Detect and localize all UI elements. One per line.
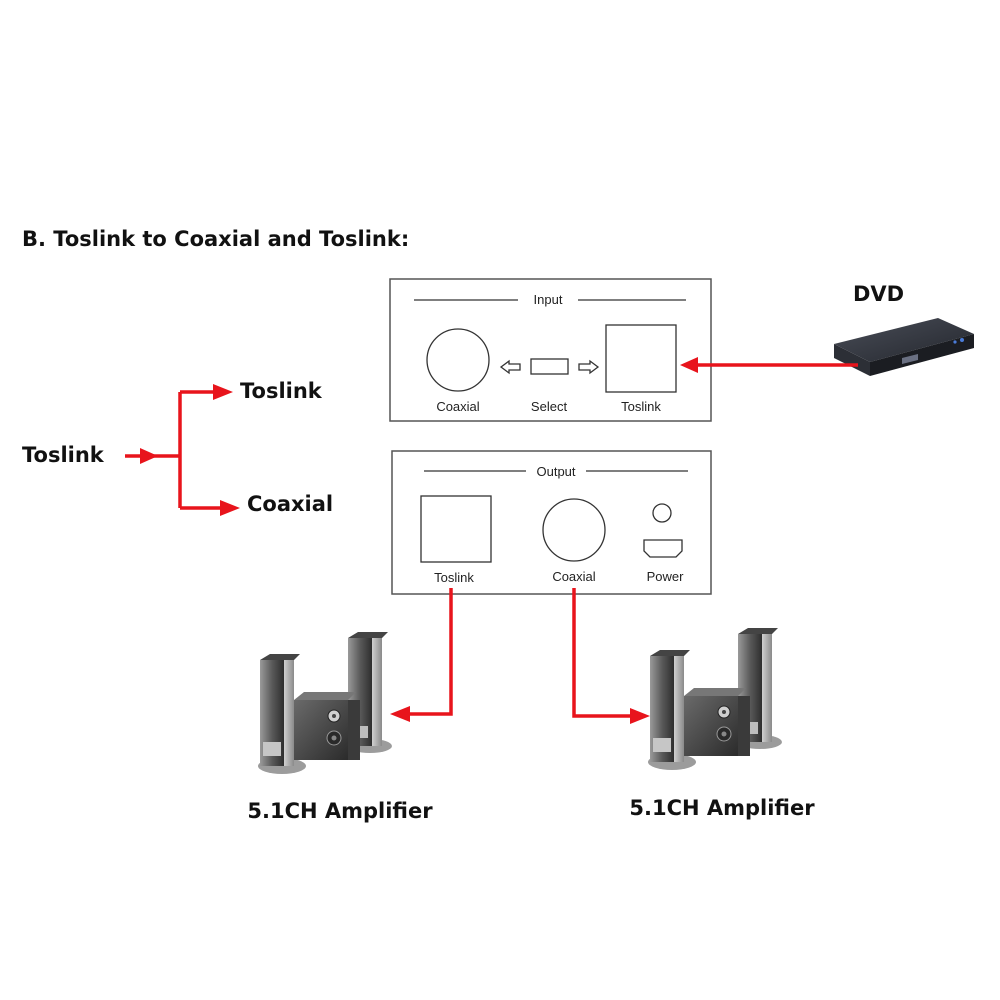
output-toslink-port — [420, 495, 492, 563]
diagram-title: B. Toslink to Coaxial and Toslink: — [22, 227, 409, 251]
coaxial-to-amp-wire — [572, 588, 632, 718]
select-right-arrow-icon — [578, 359, 600, 375]
dvd-label: DVD — [853, 282, 904, 306]
split-arrow-source — [140, 448, 158, 464]
input-coaxial-label: Coaxial — [436, 399, 479, 414]
output-coaxial-jack — [542, 498, 606, 562]
output-panel: Output Toslink Coaxial Power — [391, 450, 712, 595]
output-coaxial-label: Coaxial — [552, 569, 595, 584]
input-coaxial-jack — [426, 328, 490, 392]
output-panel-header: Output — [536, 464, 575, 479]
split-diagram: Toslink Toslink Coaxial — [22, 379, 333, 516]
split-branch-top-label: Toslink — [240, 379, 323, 403]
power-jack-icon — [643, 539, 683, 558]
toslink-to-amp-wire — [408, 588, 453, 716]
dvd-to-input-arrow — [680, 357, 698, 373]
split-branch-bottom-label: Coaxial — [247, 492, 333, 516]
select-left-arrow-icon — [499, 359, 521, 375]
split-source-label: Toslink — [22, 443, 105, 467]
output-toslink-label: Toslink — [434, 570, 474, 585]
input-panel: Input Coaxial Select Toslink — [389, 278, 712, 422]
split-wire — [125, 390, 222, 510]
amplifier-left-label: 5.1CH Amplifier — [247, 799, 433, 823]
output-power-label: Power — [647, 569, 685, 584]
coaxial-to-amp-arrow — [630, 708, 650, 724]
split-arrow-bottom — [220, 500, 240, 516]
input-panel-header: Input — [534, 292, 563, 307]
input-toslink-label: Toslink — [621, 399, 661, 414]
speaker-set-left-icon — [257, 631, 393, 775]
input-select-label: Select — [531, 399, 568, 414]
dvd-player — [834, 318, 974, 376]
amplifier-right-label: 5.1CH Amplifier — [629, 796, 815, 820]
select-switch — [530, 358, 569, 375]
toslink-to-amp-arrow — [390, 706, 410, 722]
power-indicator-icon — [652, 503, 672, 523]
speaker-set-right-icon — [647, 627, 783, 771]
input-toslink-port — [605, 324, 677, 393]
split-arrow-top — [213, 384, 233, 400]
